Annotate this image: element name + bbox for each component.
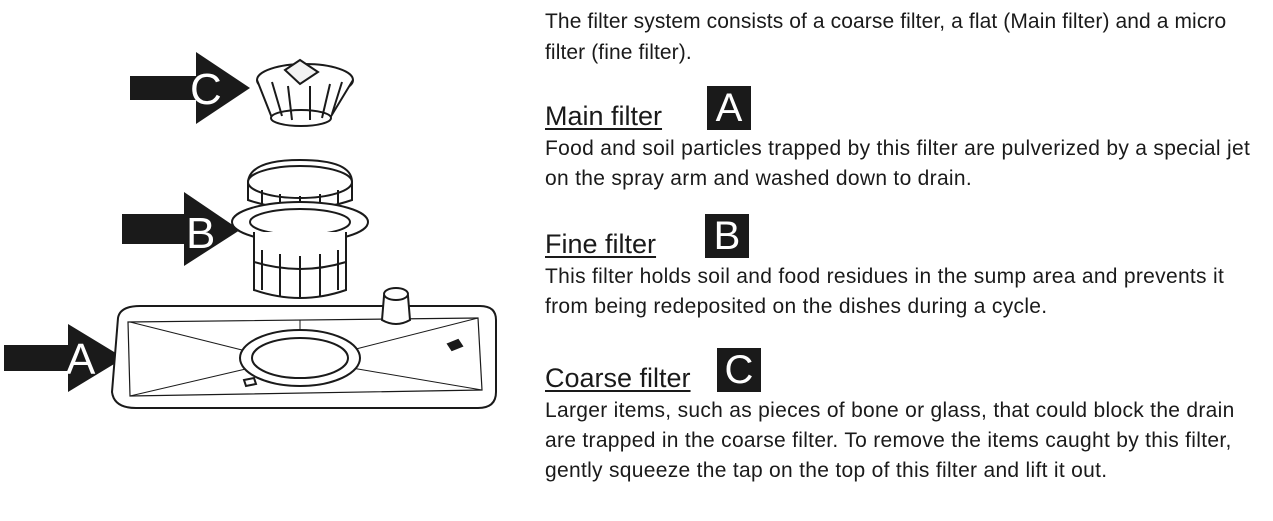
intro-paragraph: The filter system consists of a coarse f…: [545, 10, 1227, 64]
arrow-a: A: [4, 324, 124, 392]
section-coarse-filter: Coarse filter C Larger items, such as pi…: [545, 348, 1265, 486]
section-title: Coarse filter: [545, 363, 691, 393]
arrow-b-label: B: [186, 209, 215, 258]
section-body: Food and soil particles trapped by this …: [545, 137, 1251, 190]
section-body: This filter holds soil and food residues…: [545, 265, 1225, 318]
text-column: The filter system consists of a coarse f…: [545, 6, 1265, 482]
section-title: Fine filter: [545, 229, 657, 259]
section-body: Larger items, such as pieces of bone or …: [545, 399, 1235, 482]
section-title: Main filter: [545, 101, 663, 131]
section-heading: Coarse filter C: [545, 348, 1265, 394]
section-main-filter: Main filter A Food and soil particles tr…: [545, 86, 1265, 194]
fine-filter-part: [231, 158, 369, 299]
section-heading: Main filter A: [545, 86, 1265, 132]
section-badge: A: [707, 86, 751, 130]
section-heading: Fine filter B: [545, 214, 1265, 260]
arrow-c-label: C: [190, 65, 222, 114]
arrow-c: C: [130, 52, 250, 124]
section-badge: C: [717, 348, 761, 392]
arrow-a-label: A: [66, 335, 96, 384]
section-fine-filter: Fine filter B This filter holds soil and…: [545, 214, 1265, 322]
filter-assembly-illustration: C B A: [4, 52, 497, 409]
coarse-filter-part: [256, 58, 354, 127]
main-filter-part: [110, 287, 497, 409]
section-badge: B: [705, 214, 749, 258]
arrow-b: B: [122, 192, 240, 266]
